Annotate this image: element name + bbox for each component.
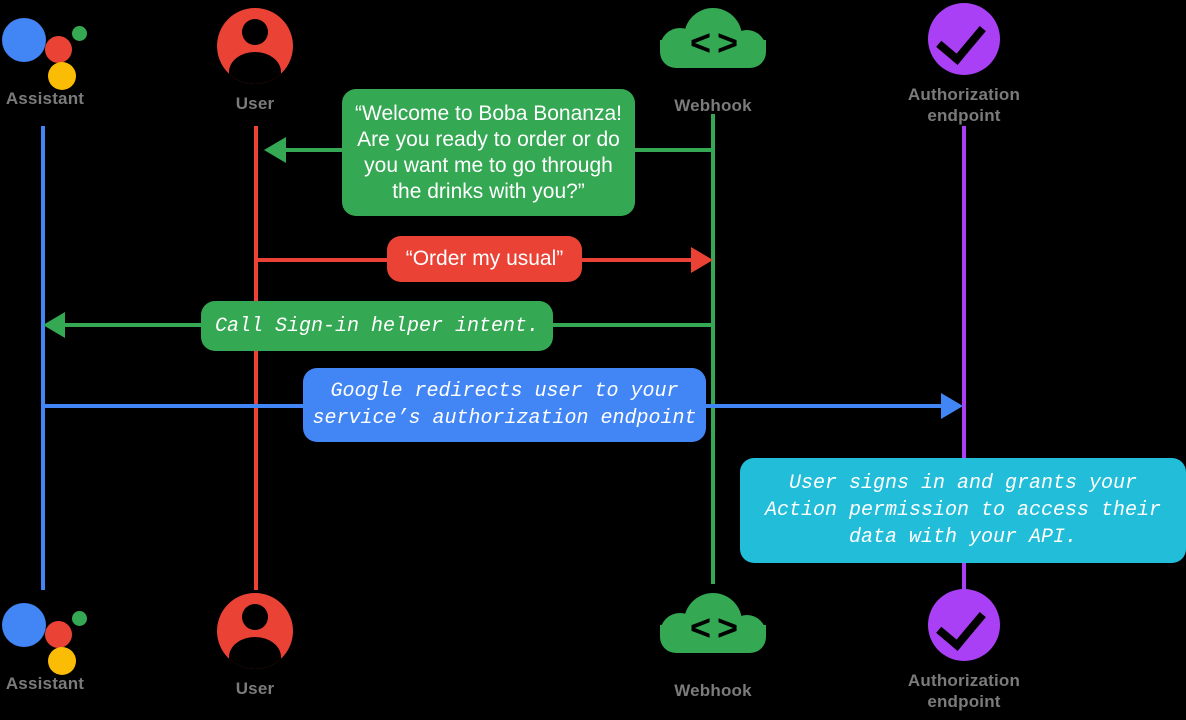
actor-label-authorization: Authorization endpoint xyxy=(907,85,1021,125)
actor-webhook-bottom: < > Webhook xyxy=(638,593,788,701)
actor-user-top: User xyxy=(180,8,330,114)
purple-check-icon xyxy=(928,3,1000,75)
arrow-head-signin xyxy=(43,312,65,338)
actor-label-authorization-bottom: Authorization endpoint xyxy=(907,671,1021,711)
actor-authorization-bottom: Authorization endpoint xyxy=(889,589,1039,712)
cloud-code-icon-bottom: < > xyxy=(658,593,768,671)
cloud-base xyxy=(660,625,766,653)
code-brackets-icon: < > xyxy=(689,22,738,63)
user-body-shape xyxy=(229,637,281,669)
message-bubble-signin: Call Sign-in helper intent. xyxy=(201,301,553,351)
arrow-head-welcome xyxy=(264,137,286,163)
actor-label-user: User xyxy=(235,94,275,113)
assistant-dot-blue xyxy=(2,603,46,647)
actor-label-assistant: Assistant xyxy=(5,89,85,108)
assistant-dot-green xyxy=(72,611,87,626)
assistant-dot-blue xyxy=(2,18,46,62)
actor-webhook-top: < > Webhook xyxy=(638,8,788,116)
lifeline-assistant xyxy=(41,126,45,590)
cloud-base xyxy=(660,40,766,68)
user-head-shape xyxy=(242,19,268,45)
arrow-head-redirect xyxy=(941,393,963,419)
user-head-shape xyxy=(242,604,268,630)
message-bubble-order: “Order my usual” xyxy=(387,236,582,282)
actor-assistant-bottom: Assistant xyxy=(0,593,90,694)
lifeline-webhook xyxy=(711,114,715,584)
assistant-dot-red xyxy=(45,36,72,63)
google-assistant-icon-bottom xyxy=(0,593,90,675)
actor-user-bottom: User xyxy=(180,593,330,699)
checkmark-shape xyxy=(936,599,986,651)
cloud-code-icon: < > xyxy=(658,8,768,86)
purple-check-icon-bottom xyxy=(928,589,1000,661)
user-avatar-icon-bottom xyxy=(217,593,293,669)
actor-label-webhook: Webhook xyxy=(674,96,752,115)
assistant-dot-green xyxy=(72,26,87,41)
user-avatar-icon xyxy=(217,8,293,84)
actor-label-webhook-bottom: Webhook xyxy=(674,681,752,700)
message-bubble-redirect: Google redirects user to your service’s … xyxy=(303,368,706,442)
user-body-shape xyxy=(229,52,281,84)
arrow-head-order xyxy=(691,247,713,273)
checkmark-shape xyxy=(936,13,986,65)
actor-label-user-bottom: User xyxy=(235,679,275,698)
code-brackets-icon: < > xyxy=(689,607,738,648)
assistant-dot-yellow xyxy=(48,62,76,90)
lifeline-authorization xyxy=(962,126,966,590)
message-bubble-user-grants: User signs in and grants your Action per… xyxy=(740,458,1186,563)
actor-label-assistant-bottom: Assistant xyxy=(5,674,85,693)
assistant-dot-yellow xyxy=(48,647,76,675)
assistant-dot-red xyxy=(45,621,72,648)
google-assistant-icon xyxy=(0,8,90,90)
actor-assistant-top: Assistant xyxy=(0,8,90,109)
actor-authorization-top: Authorization endpoint xyxy=(889,3,1039,126)
message-bubble-welcome: “Welcome to Boba Bonanza! Are you ready … xyxy=(342,89,635,216)
lifeline-user xyxy=(254,126,258,590)
